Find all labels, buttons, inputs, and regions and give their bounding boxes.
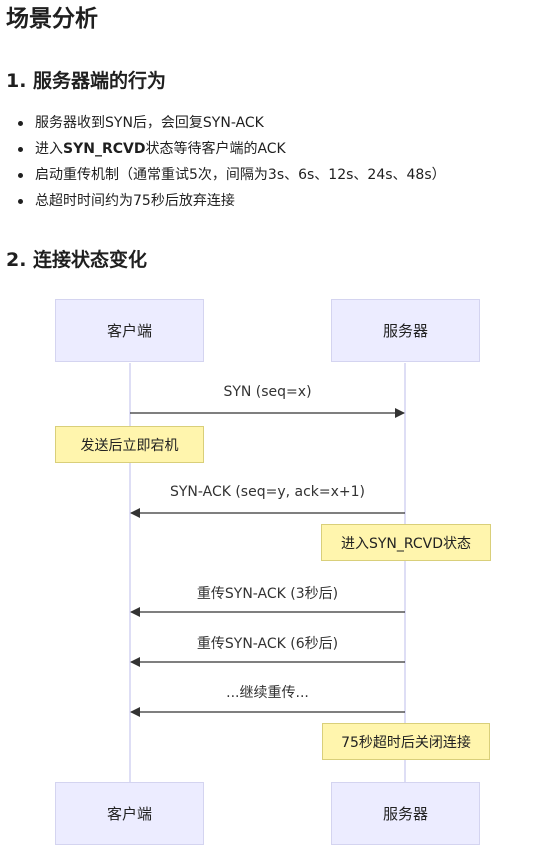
list-item: 启动重传机制（通常重试5次，间隔为3s、6s、12s、24s、48s）	[0, 162, 446, 188]
message-label-retransmit-3s: 重传SYN-ACK (3秒后)	[196, 586, 339, 602]
sequence-diagram: 客户端 服务器 SYN (seq=x) 发送后立即宕机 SYN-ACK (seq…	[55, 299, 491, 845]
state-name-bold: SYN_RCVD	[63, 141, 146, 157]
section-heading-server-behavior: 1. 服务器端的行为	[6, 70, 167, 92]
message-label-syn-ack: SYN-ACK (seq=y, ack=x+1)	[169, 484, 366, 500]
note-server-syn-rcvd: 进入SYN_RCVD状态	[321, 524, 491, 561]
actor-server-top: 服务器	[331, 299, 480, 362]
message-label-syn: SYN (seq=x)	[223, 384, 312, 400]
message-label-retransmit-6s: 重传SYN-ACK (6秒后)	[196, 636, 339, 652]
page-title: 场景分析	[6, 6, 98, 32]
actor-server-bottom: 服务器	[331, 782, 480, 845]
actor-client-bottom: 客户端	[55, 782, 204, 845]
server-behavior-list: 服务器收到SYN后，会回复SYN-ACK 进入SYN_RCVD状态等待客户端的A…	[0, 110, 446, 214]
list-item: 总超时时间约为75秒后放弃连接	[0, 188, 446, 214]
note-client-crash: 发送后立即宕机	[55, 426, 204, 463]
list-item: 进入SYN_RCVD状态等待客户端的ACK	[0, 136, 446, 162]
note-server-timeout: 75秒超时后关闭连接	[322, 723, 490, 760]
actor-client-top: 客户端	[55, 299, 204, 362]
section-heading-state-change: 2. 连接状态变化	[6, 249, 148, 271]
sequence-diagram-lines	[129, 363, 406, 782]
message-label-continue: ...继续重传...	[226, 685, 309, 701]
list-item: 服务器收到SYN后，会回复SYN-ACK	[0, 110, 446, 136]
